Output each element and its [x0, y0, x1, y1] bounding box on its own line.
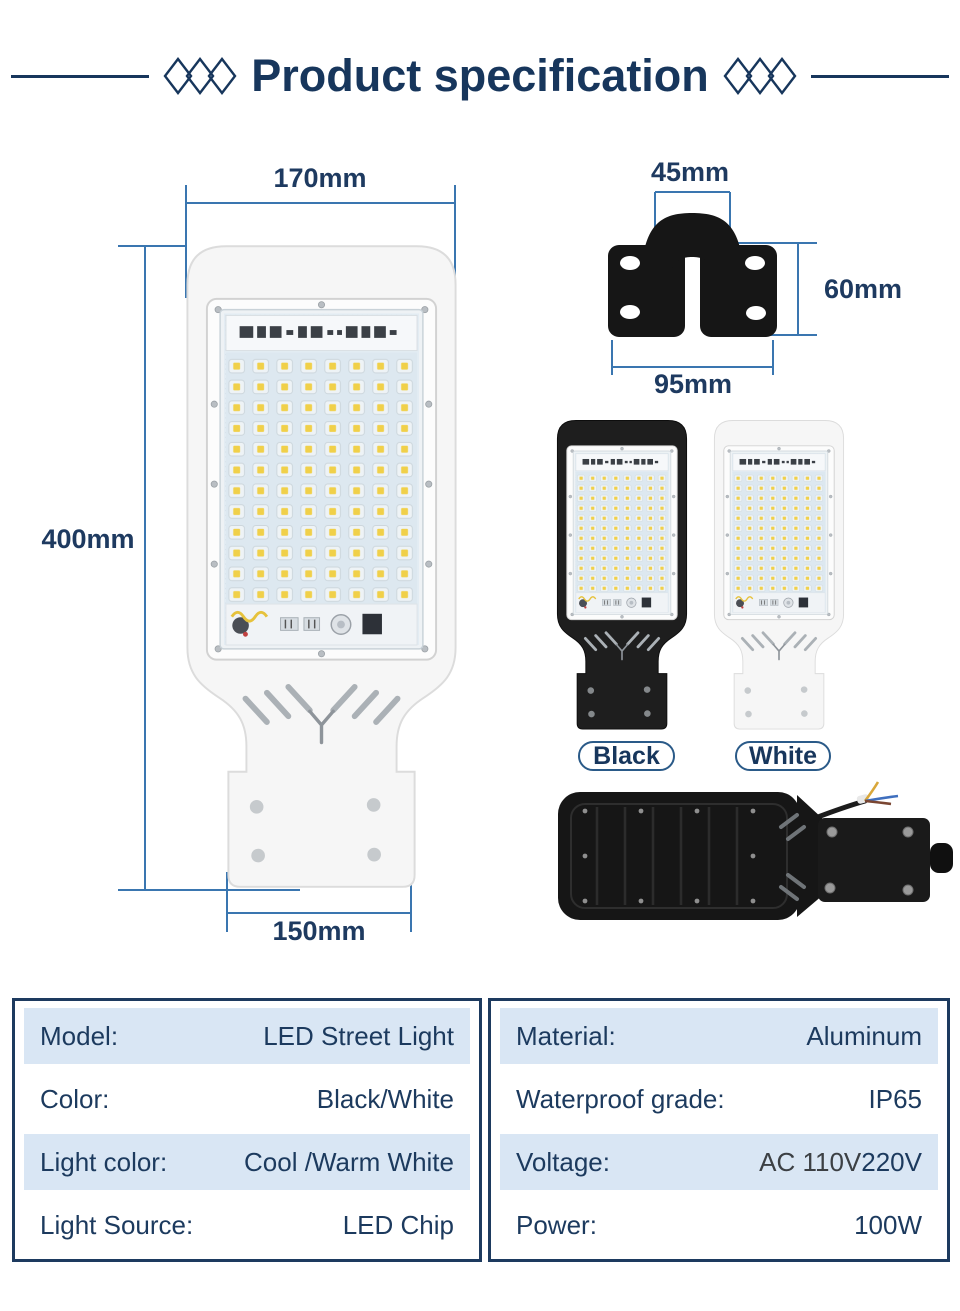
- diamond-ornament-left-icon: [163, 57, 237, 95]
- spec-value: LED Chip: [342, 1209, 454, 1240]
- spec-label: Model:: [40, 1020, 119, 1051]
- spec-label: Material:: [516, 1020, 616, 1051]
- spec-value: Cool /Warm White: [244, 1146, 454, 1177]
- header: Product specification: [0, 44, 960, 108]
- voltage-suffix: 220V: [861, 1146, 922, 1177]
- front-base-width-dimension-label: 150mm: [272, 916, 366, 946]
- title-divider-right: [810, 74, 949, 78]
- spec-row-light-source: Light Source: LED Chip: [24, 1197, 470, 1253]
- black-variant-label: Black: [578, 741, 675, 771]
- front-width-dimension-label: 170mm: [273, 163, 367, 193]
- street-light-white-variant: [713, 420, 845, 730]
- voltage-prefix: AC 110V: [759, 1146, 862, 1177]
- page-title: Product specification: [251, 50, 709, 101]
- spec-label: Light color:: [40, 1146, 168, 1177]
- spec-row-waterproof: Waterproof grade: IP65: [500, 1071, 938, 1127]
- spec-table-right: Material: Aluminum Waterproof grade: IP6…: [488, 998, 950, 1262]
- street-light-black-variant: [556, 420, 688, 730]
- spec-label: Light Source:: [40, 1209, 194, 1240]
- spec-value: LED Street Light: [263, 1020, 454, 1051]
- bracket-bottom-width-dimension-label: 95mm: [653, 369, 733, 399]
- spec-value: Black/White: [316, 1083, 454, 1114]
- spec-label: Waterproof grade:: [516, 1083, 725, 1114]
- white-variant-label: White: [735, 741, 831, 771]
- spec-value: IP65: [868, 1083, 923, 1114]
- spec-label: Voltage:: [516, 1146, 610, 1177]
- street-light-front-view: [185, 245, 458, 889]
- spec-table-left: Model: LED Street Light Color: Black/Whi…: [12, 998, 482, 1262]
- bracket-height-dimension-label: 60mm: [824, 274, 903, 304]
- spec-row-color: Color: Black/White: [24, 1071, 470, 1127]
- spec-label: Color:: [40, 1083, 110, 1114]
- spec-value: Aluminum: [806, 1020, 922, 1051]
- title-divider-left: [11, 74, 150, 78]
- spec-value: AC 110V220V: [759, 1147, 922, 1178]
- spec-row-material: Material: Aluminum: [500, 1008, 938, 1064]
- spec-row-voltage: Voltage: AC 110V220V: [500, 1134, 938, 1190]
- bracket-top-width-dimension-label: 45mm: [650, 157, 730, 187]
- front-height-dimension-label: 400mm: [41, 524, 135, 554]
- spec-label: Power:: [516, 1209, 597, 1240]
- spec-row-power: Power: 100W: [500, 1197, 938, 1253]
- spec-row-light-color: Light color: Cool /Warm White: [24, 1134, 470, 1190]
- spec-row-model: Model: LED Street Light: [24, 1008, 470, 1064]
- mounting-bracket-view: [608, 213, 777, 337]
- spec-value: 100W: [854, 1209, 922, 1240]
- diamond-ornament-right-icon: [723, 57, 797, 95]
- street-light-back-view: [558, 781, 953, 920]
